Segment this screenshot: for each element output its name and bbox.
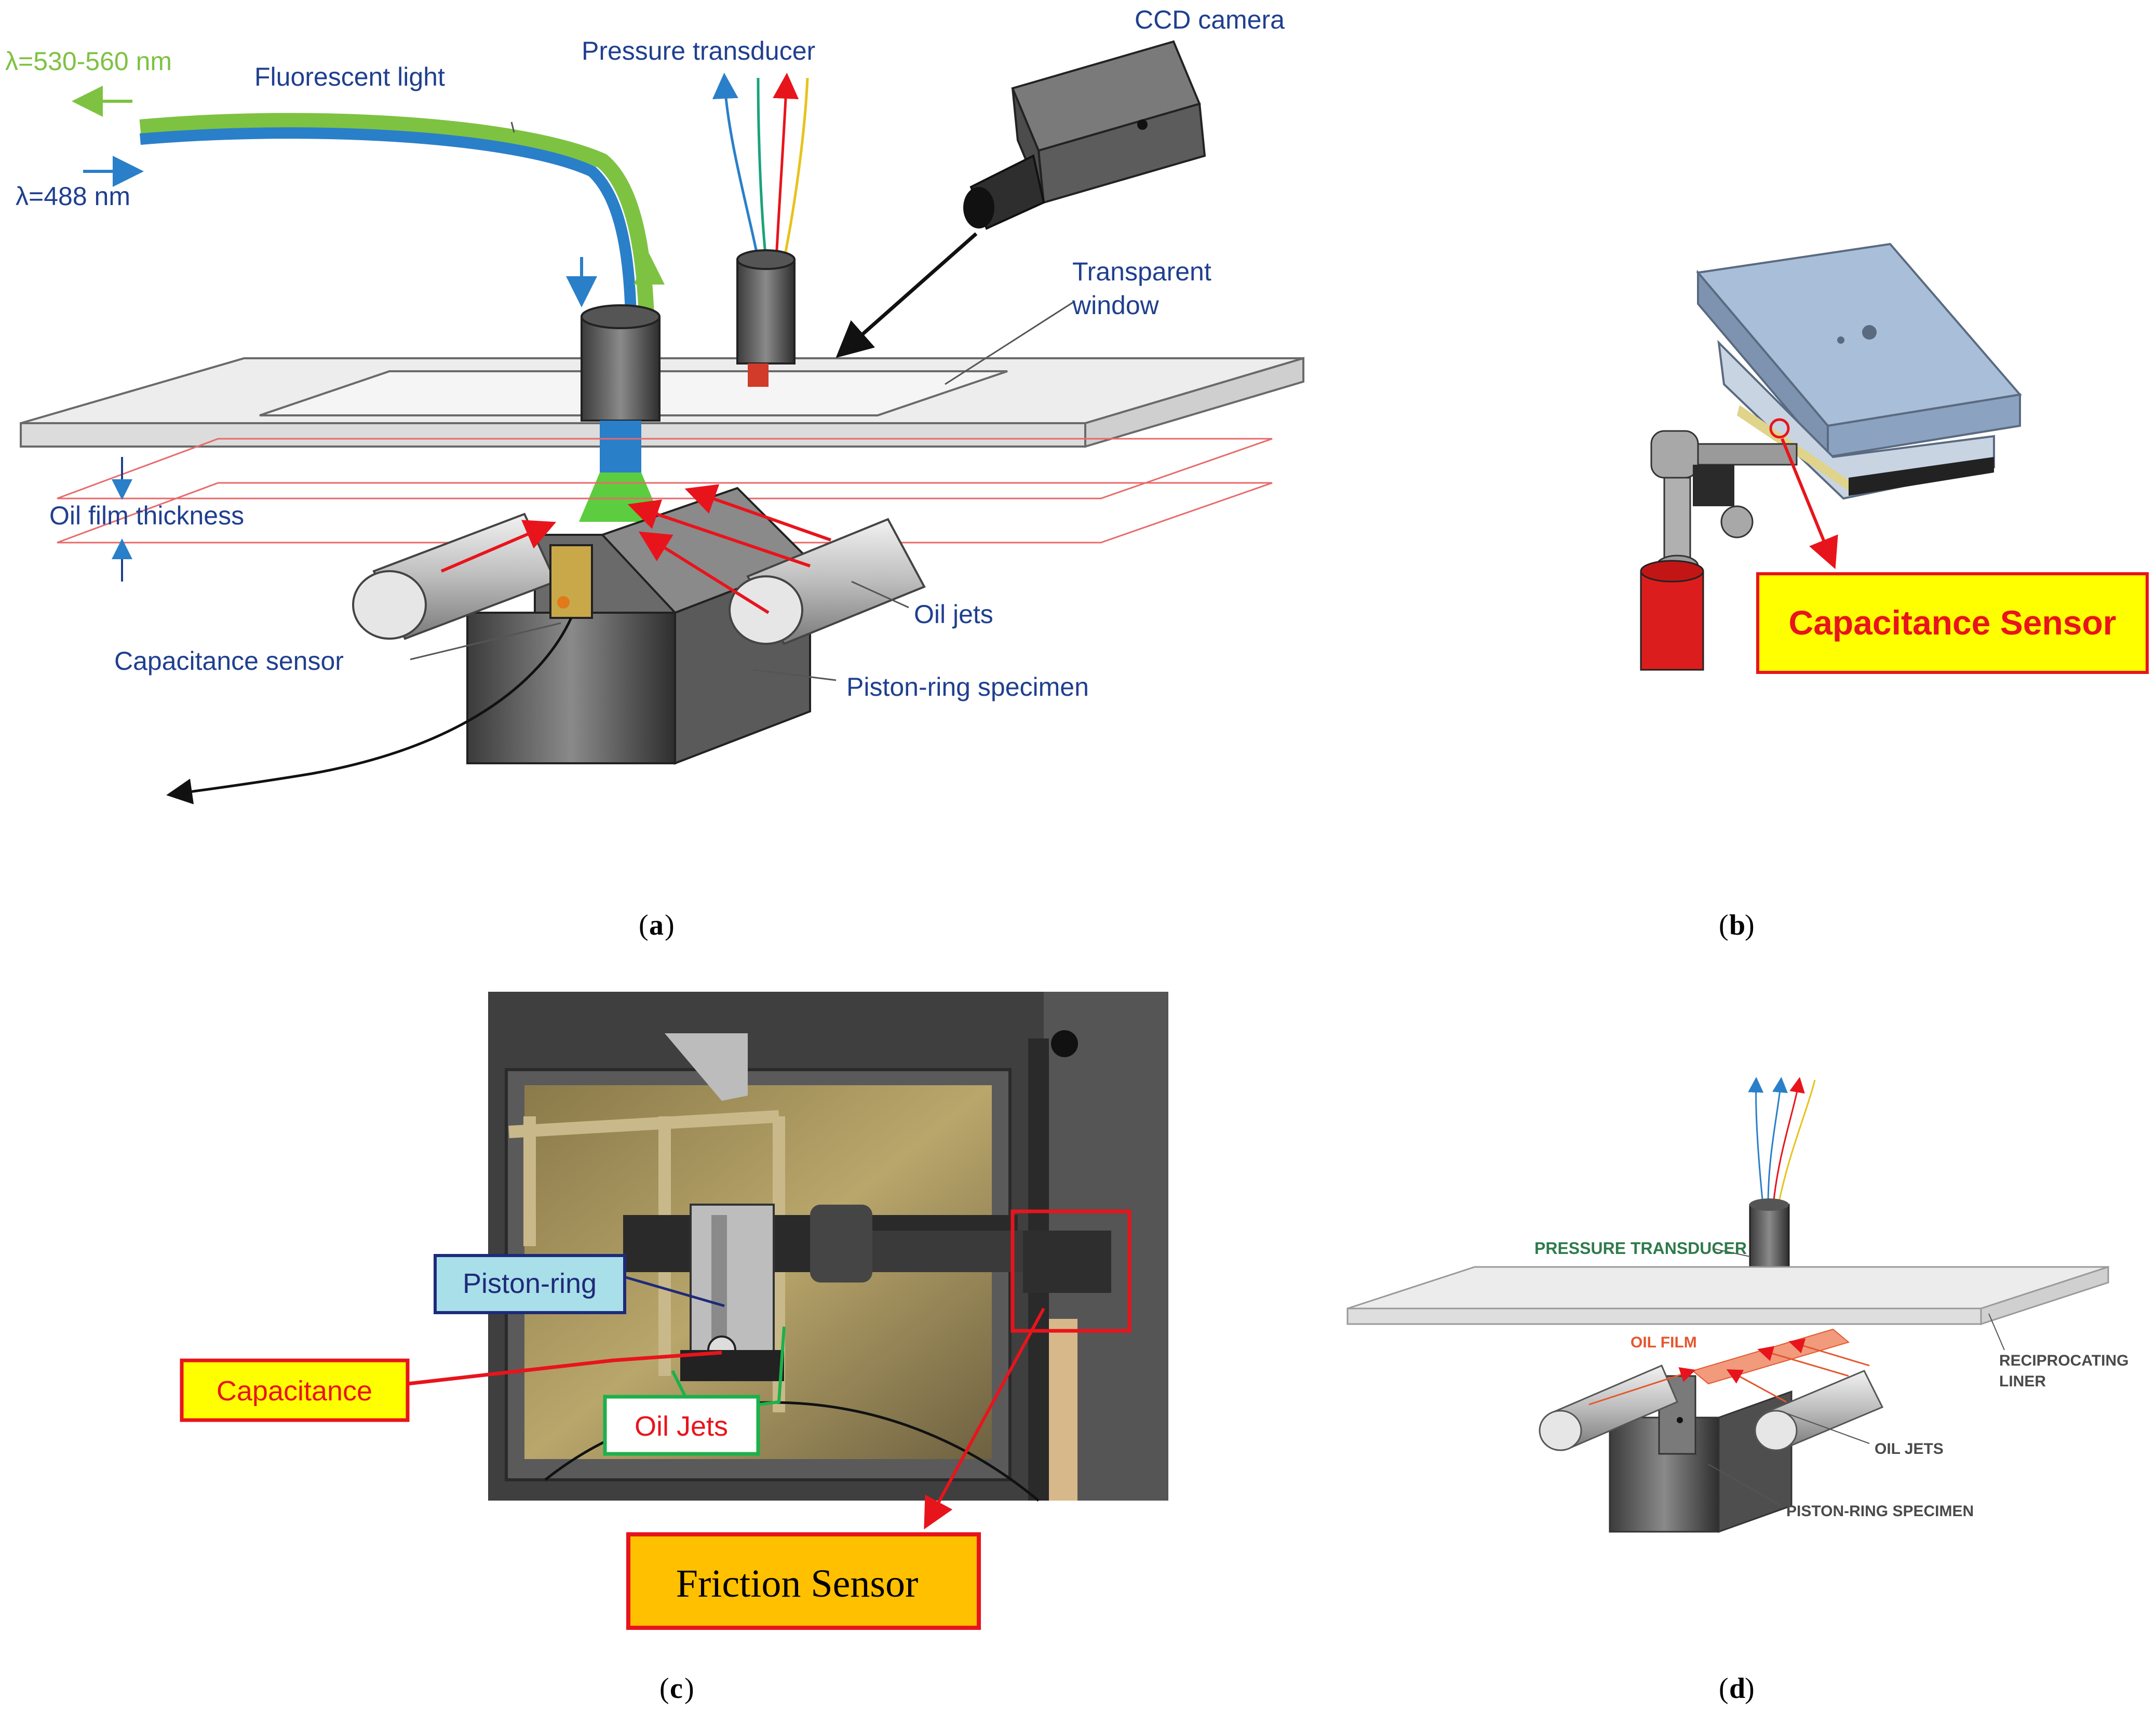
friction-sensor-label-c: Friction Sensor (676, 1562, 919, 1605)
pressure-transducer-label: Pressure transducer (582, 36, 815, 65)
friction-sensor-arrow (924, 1307, 1045, 1530)
svg-text:): ) (684, 1672, 694, 1705)
ccd-camera (963, 40, 1206, 230)
fiber-optic-blue (140, 127, 637, 317)
oil-jets-label-c: Oil Jets (635, 1411, 728, 1442)
transparent-window-label-2: window (1072, 291, 1160, 320)
piston-ring-specimen-label-a: Piston-ring specimen (846, 672, 1089, 701)
capacitance-leader (407, 1351, 722, 1386)
transparent-window-label-1: Transparent (1072, 257, 1211, 286)
sensor-highlight-circle (1769, 418, 1790, 439)
svg-text:(: ( (659, 1672, 669, 1705)
piston-ring-label-c: Piston-ring (463, 1268, 597, 1299)
transparent-window (20, 357, 1304, 448)
svg-text:(: ( (1719, 1672, 1729, 1705)
svg-text:): ) (1745, 909, 1755, 941)
capacitance-sensor-box-b (1756, 572, 2149, 674)
piston-ring-leader (625, 1276, 725, 1307)
friction-sensor-highlight (1010, 1209, 1131, 1333)
panel-c: Piston-ring Capacitance Oil Jets Frictio… (180, 992, 1168, 1630)
piston-ring-box (434, 1254, 626, 1314)
oil-film-d (1691, 1328, 1850, 1385)
carriage-dark-band (1849, 457, 1994, 496)
fluorescent-light-label: Fluorescent light (254, 62, 445, 91)
capacitance-sensor-label-b: Capacitance Sensor (1789, 603, 2117, 642)
oil-film-label-d: OIL FILM (1631, 1334, 1697, 1351)
caption-a-letter: a (649, 909, 664, 941)
oil-jet-streams (440, 484, 831, 614)
svg-text:): ) (1745, 1672, 1755, 1705)
transducer-wires-d (1748, 1077, 1816, 1205)
oil-jets-label-d: OIL JETS (1875, 1440, 1944, 1457)
clamp-block (1693, 465, 1734, 506)
panel-d: PRESSURE TRANSDUCER RECIPROCATING LINER … (1346, 1077, 2128, 1533)
fluorescence-probe (579, 304, 662, 522)
fiber-optic-green (139, 113, 654, 317)
capacitance-sensor-label-a: Capacitance sensor (114, 646, 344, 676)
svg-text:(: ( (639, 909, 649, 941)
caption-b-letter: b (1729, 909, 1745, 941)
arm-knob (1650, 430, 1699, 479)
panel-b: Capacitance Sensor (1640, 242, 2149, 674)
pressure-transducer (736, 249, 796, 387)
oil-jet-right-d (1754, 1370, 1884, 1451)
friction-sensor-box (626, 1532, 981, 1630)
sensor-mount-post (1663, 477, 1691, 567)
caption-a: ( a ) (639, 909, 675, 941)
svg-text:): ) (665, 909, 675, 941)
piston-ring-specimen-label-d: PISTON-RING SPECIMEN (1786, 1503, 1974, 1520)
sensor-cable (166, 617, 573, 805)
ccd-camera-label: CCD camera (1135, 5, 1285, 34)
caption-c-letter: c (670, 1672, 683, 1705)
pressure-transducer-label-d: PRESSURE TRANSDUCER (1534, 1239, 1747, 1258)
wavelength-in-label: λ=488 nm (16, 182, 130, 211)
svg-text:(: ( (1719, 909, 1729, 941)
oil-jets-leader-right (758, 1326, 786, 1406)
reciprocating-liner-label-2: LINER (1999, 1373, 2046, 1390)
reciprocating-liner-label-1: RECIPROCATING (1999, 1352, 2128, 1369)
oil-jet-streams-d (1588, 1338, 1870, 1406)
capacitance-label-c: Capacitance (217, 1375, 372, 1407)
clamp-screw (1720, 505, 1754, 538)
red-sensor-body (1640, 570, 1704, 671)
caption-b: ( b ) (1719, 909, 1755, 941)
wavelength-out-label: λ=530-560 nm (5, 47, 172, 76)
oil-film-thickness-label: Oil film thickness (49, 501, 244, 530)
sensor-arm (1681, 443, 1798, 466)
pressure-transducer-d (1749, 1204, 1790, 1273)
caption-d: ( d ) (1719, 1672, 1755, 1705)
panel-a: λ=530-560 nm λ=488 nm Fluorescent light … (5, 5, 1304, 805)
capacitance-box (180, 1358, 410, 1422)
caption-d-letter: d (1729, 1672, 1745, 1705)
caption-c: ( c ) (659, 1672, 694, 1705)
oil-jets-box (603, 1395, 760, 1456)
sensor-pointer-arrow (1781, 438, 1838, 570)
camera-view-arrow (836, 232, 978, 358)
leader-lines-a (410, 122, 1075, 681)
leader-lines-d (1708, 1248, 2005, 1506)
capacitance-sensor-a (549, 544, 593, 619)
oil-jets-label-a: Oil jets (914, 600, 993, 629)
reciprocating-liner (1347, 1266, 2109, 1310)
transducer-wires (712, 73, 809, 260)
